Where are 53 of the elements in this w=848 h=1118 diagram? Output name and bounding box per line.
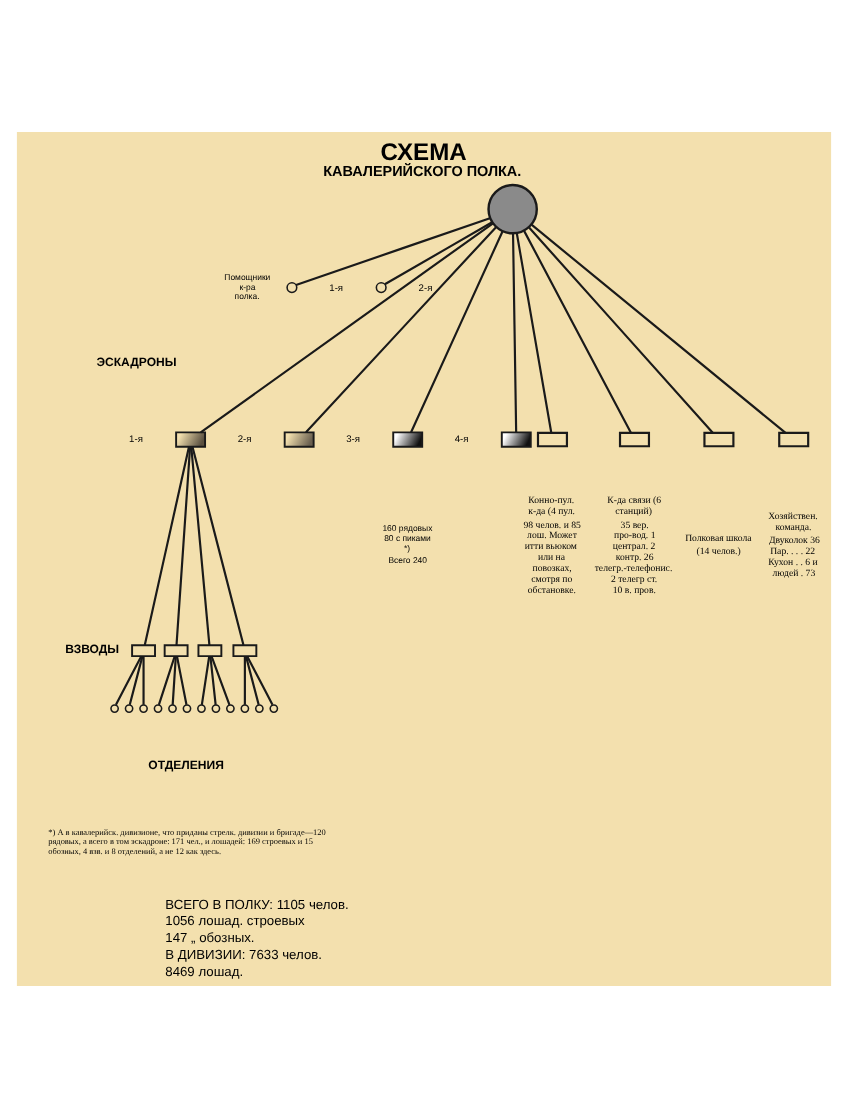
connector	[142, 656, 145, 705]
node-box	[131, 644, 156, 658]
connector	[528, 226, 714, 434]
connector	[410, 230, 504, 433]
node-circle	[139, 704, 148, 713]
node-box	[163, 644, 189, 658]
connector	[384, 221, 493, 286]
node-circle	[182, 704, 192, 713]
connector	[157, 655, 176, 706]
node-circle	[487, 183, 538, 235]
node-circle	[197, 704, 206, 713]
connector	[523, 230, 632, 434]
connector	[171, 656, 177, 705]
connector	[530, 223, 787, 434]
node-circle	[375, 282, 387, 294]
node-box	[175, 431, 207, 448]
connector	[143, 446, 190, 646]
node-circle	[226, 704, 235, 713]
connector	[511, 233, 518, 432]
node-circle	[168, 704, 177, 713]
node-box	[703, 431, 735, 448]
node-circle	[153, 704, 163, 713]
connector	[209, 656, 217, 705]
connector	[305, 226, 498, 433]
node-circle	[240, 704, 250, 713]
connector	[191, 446, 245, 646]
node-circle	[254, 704, 264, 713]
node-box	[778, 431, 810, 448]
connector	[243, 656, 246, 705]
node-circle	[211, 704, 221, 713]
node-box	[500, 431, 532, 448]
connector	[128, 655, 144, 706]
node-box	[232, 644, 258, 658]
connector	[515, 232, 553, 433]
connector	[175, 656, 188, 706]
node-box	[283, 431, 315, 448]
connector	[114, 655, 143, 706]
node-circle	[286, 282, 298, 294]
node-box	[197, 644, 223, 658]
connector	[175, 447, 192, 646]
node-circle	[110, 704, 119, 713]
connector	[244, 655, 260, 706]
connector	[190, 447, 211, 646]
connector	[295, 217, 491, 286]
node-box	[618, 431, 651, 448]
connector	[200, 222, 494, 434]
connector	[246, 655, 274, 706]
node-circle	[269, 704, 279, 713]
connector	[210, 655, 231, 706]
node-box	[536, 431, 569, 448]
node-box	[392, 431, 424, 448]
connector	[200, 656, 211, 705]
node-circle	[124, 704, 134, 713]
